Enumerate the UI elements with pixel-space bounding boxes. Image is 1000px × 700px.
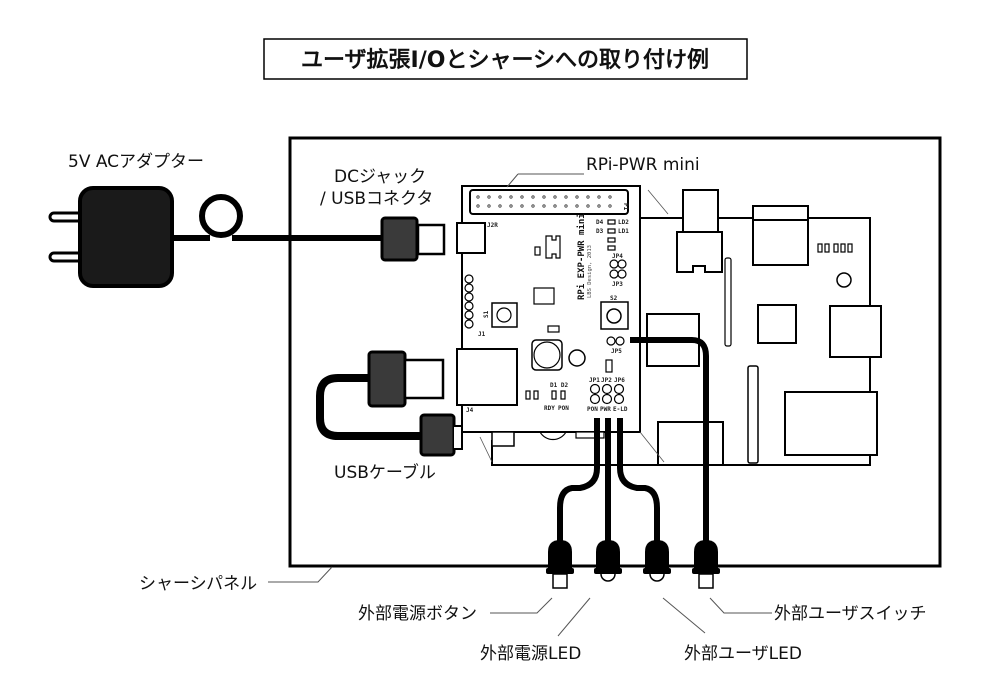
pcb-label-jp6: JP6 bbox=[614, 377, 625, 384]
pcb-label-pon2: PON bbox=[558, 405, 569, 412]
rpi-pwr-mini-board bbox=[456, 185, 641, 447]
pcb-label-s2: S2 bbox=[610, 295, 618, 302]
pcb-label-jp4: JP4 bbox=[612, 253, 623, 260]
pcb-label-j1: J1 bbox=[478, 331, 486, 338]
pcb-label-s1: S1 bbox=[483, 310, 490, 318]
label-usb-cable: USBケーブル bbox=[334, 462, 436, 483]
label-ac-adapter: 5V ACアダプター bbox=[68, 152, 204, 172]
label-dc-jack-1: DCジャック bbox=[334, 167, 426, 187]
pcb-sub: LBS Design, 2013 bbox=[587, 245, 593, 298]
ext-user-led bbox=[643, 540, 671, 582]
label-chassis-panel: シャーシパネル bbox=[139, 574, 257, 594]
pcb-label-jp1: JP1 bbox=[589, 377, 600, 384]
standoff-leaders bbox=[479, 189, 669, 463]
pcb-label-pwr: PWR bbox=[600, 406, 611, 413]
ext-power-button bbox=[546, 540, 574, 589]
diagram-title: ユーザ拡張I/Oとシャーシへの取り付け例 bbox=[301, 48, 709, 73]
pcb-label-d1d2: D1 D2 bbox=[550, 382, 568, 389]
pcb-label-ld1: LD1 bbox=[618, 228, 629, 235]
label-ext-user-switch: 外部ユーザスイッチ bbox=[774, 604, 927, 624]
ext-user-switch bbox=[692, 540, 720, 589]
pcb-label-ld2: LD2 bbox=[618, 219, 629, 226]
pcb-label-p1: P1 bbox=[622, 203, 629, 211]
pcb-label-eld: E-LD bbox=[613, 406, 628, 413]
callout-leaders bbox=[268, 173, 772, 637]
pcb-label-jp2: JP2 bbox=[601, 377, 612, 384]
pcb-label-rdy: RDY bbox=[544, 405, 555, 412]
ac-adapter bbox=[48, 186, 388, 288]
pcb-label-d4: D4 bbox=[596, 219, 604, 226]
pcb-label-jp3: JP3 bbox=[612, 281, 623, 288]
pcb-label-pon: PON bbox=[587, 406, 598, 413]
external-components bbox=[546, 540, 720, 589]
pcb-silkscreen: RPi EXP-PWR mini LBS Design, 2013 P1 J2R… bbox=[466, 203, 629, 414]
label-board-name: RPi-PWR mini bbox=[586, 155, 700, 175]
label-ext-power-led: 外部電源LED bbox=[480, 644, 581, 664]
pcb-label-j4: J4 bbox=[466, 407, 474, 414]
usb-cable bbox=[316, 350, 463, 457]
pcb-label-jp5: JP5 bbox=[611, 348, 622, 355]
ext-power-led bbox=[594, 540, 622, 582]
pcb-name: RPi EXP-PWR mini bbox=[576, 213, 587, 300]
label-dc-jack-2: / USBコネクタ bbox=[320, 189, 433, 209]
title-box: ユーザ拡張I/Oとシャーシへの取り付け例 bbox=[263, 38, 748, 80]
label-ext-power-button: 外部電源ボタン bbox=[358, 604, 477, 624]
label-ext-user-led: 外部ユーザLED bbox=[684, 644, 802, 664]
pcb-label-j2r: J2R bbox=[487, 222, 498, 229]
dc-plug bbox=[380, 216, 446, 262]
external-wires bbox=[557, 337, 709, 545]
pcb-label-d3: D3 bbox=[596, 228, 604, 235]
